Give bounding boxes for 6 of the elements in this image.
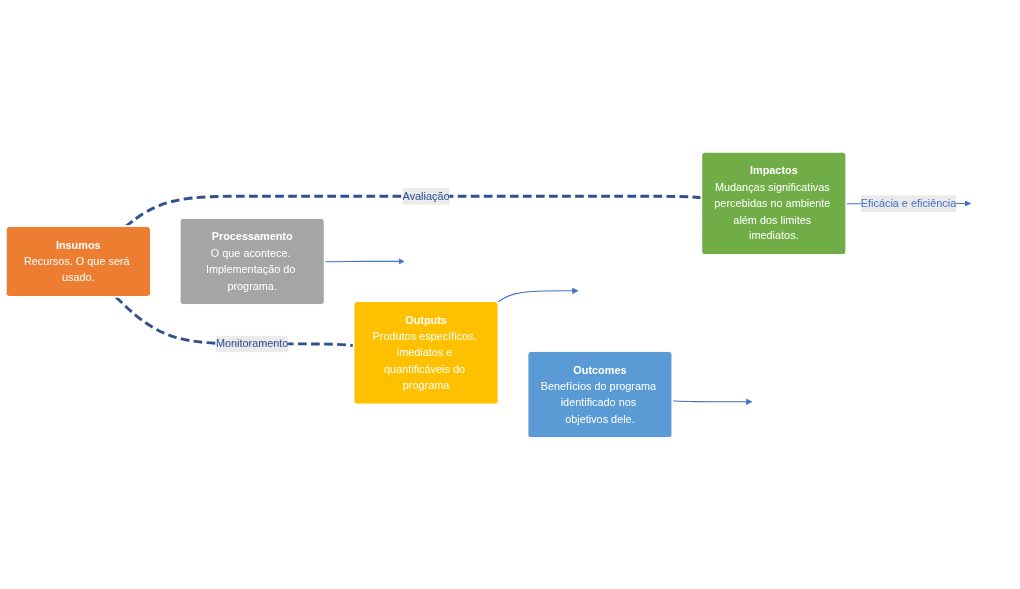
edge-label: Avaliação bbox=[402, 189, 450, 202]
edge-label: Monitoramento bbox=[215, 336, 289, 350]
arrow bbox=[672, 398, 753, 405]
arrow bbox=[497, 287, 579, 303]
edge-label: Eficácia e eficiência bbox=[860, 196, 957, 209]
arrow bbox=[324, 257, 405, 265]
